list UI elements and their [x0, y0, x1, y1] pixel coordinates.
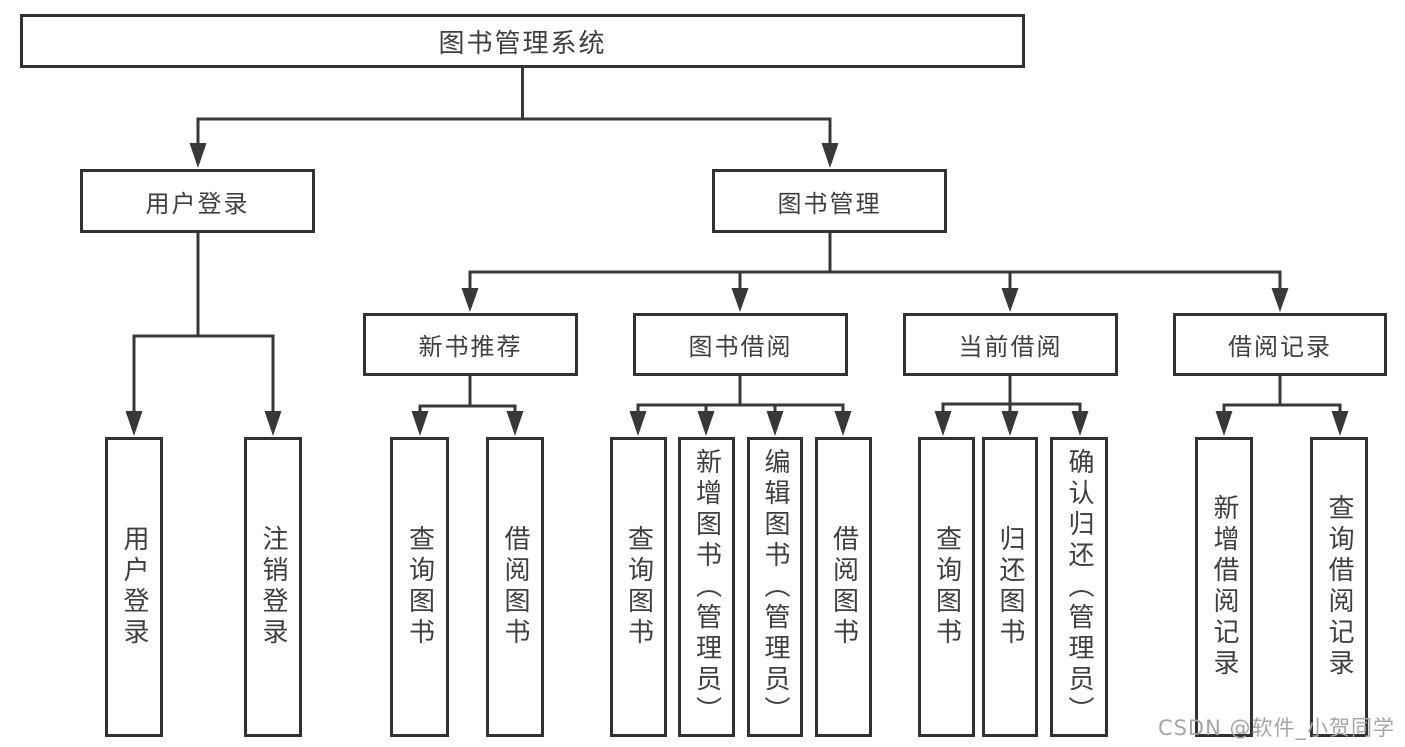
arrow-head [1331, 411, 1349, 436]
node-label: 图书借阅 [688, 333, 793, 361]
node-label: 归还图书 [995, 525, 1025, 649]
connector-current-to-leaves [934, 376, 1089, 436]
node-current-borrowing: 当前借阅 [903, 313, 1118, 376]
node-label: 借阅记录 [1228, 333, 1332, 361]
arrow-head [125, 411, 143, 436]
node-label: 用户登录 [119, 525, 149, 649]
node-label: 新增图书（管理员） [691, 447, 722, 727]
leaf-query-books: 查询图书 [610, 437, 667, 737]
arrow-head [697, 411, 715, 436]
arrow-head [629, 411, 647, 436]
leaf-query-borrow-record: 查询借阅记录 [1310, 437, 1368, 737]
arrow-head [731, 288, 749, 312]
node-label: 新书推荐 [418, 333, 523, 361]
connector-root-to-level2 [189, 68, 839, 168]
leaf-add-books-admin: 新增图书（管理员） [678, 437, 735, 737]
node-label: 查询图书 [404, 525, 435, 649]
node-label: 借阅图书 [828, 525, 859, 649]
node-label: 用户登录 [145, 189, 250, 218]
leaf-borrow-books: 借阅图书 [486, 437, 544, 737]
node-borrowing-records: 借阅记录 [1173, 313, 1387, 376]
node-label: 图书管理系统 [438, 28, 607, 59]
arrow-head [934, 411, 952, 436]
leaf-return-books: 归还图书 [982, 437, 1038, 737]
leaf-user-login: 用户登录 [105, 437, 163, 737]
node-book-management: 图书管理 [712, 169, 947, 233]
leaf-borrow-books: 借阅图书 [815, 437, 872, 737]
arrow-head [189, 143, 207, 168]
arrow-head [1001, 288, 1019, 312]
arrow-head [461, 288, 479, 312]
arrow-head [766, 411, 784, 436]
node-label: 确认归还（管理员） [1064, 447, 1094, 727]
node-label: 查询图书 [931, 525, 962, 649]
node-label: 借阅图书 [500, 525, 530, 649]
node-user-login: 用户登录 [80, 169, 315, 233]
node-label: 当前借阅 [958, 333, 1063, 361]
connector-new-rec-to-leaves [411, 376, 524, 436]
node-label: 编辑图书（管理员） [760, 447, 790, 727]
arrow-head [821, 143, 839, 168]
node-label: 图书管理 [777, 189, 882, 218]
node-book-borrowing: 图书借阅 [633, 313, 848, 376]
node-label: 查询借阅记录 [1324, 494, 1354, 680]
leaf-query-books: 查询图书 [918, 437, 975, 737]
arrow-head [834, 411, 852, 436]
connector-user-login-to-leaves [125, 233, 282, 436]
leaf-add-borrow-record: 新增借阅记录 [1195, 437, 1253, 737]
arrow-head [506, 411, 524, 436]
node-label: 新增借阅记录 [1209, 494, 1239, 680]
node-library-management-system: 图书管理系统 [20, 14, 1025, 68]
arrow-head [1215, 411, 1233, 436]
arrow-head [1001, 411, 1019, 436]
node-label: 查询图书 [623, 525, 654, 649]
arrow-head [1271, 288, 1289, 312]
connector-borrowing-to-leaves [629, 376, 852, 436]
connector-records-to-leaves [1215, 376, 1349, 436]
leaf-confirm-return-admin: 确认归还（管理员） [1050, 437, 1108, 737]
arrow-head [1071, 411, 1089, 436]
connector-book-mgmt-to-level3 [461, 233, 1289, 312]
csdn-watermark: CSDN @软件_小贺同学 [1157, 716, 1395, 740]
arrow-head [264, 411, 282, 436]
leaf-edit-books-admin: 编辑图书（管理员） [747, 437, 803, 737]
node-label: 注销登录 [258, 525, 288, 649]
leaf-logout: 注销登录 [244, 437, 302, 737]
leaf-query-books: 查询图书 [390, 437, 449, 737]
arrow-head [411, 411, 429, 436]
node-new-book-recommend: 新书推荐 [363, 313, 578, 376]
